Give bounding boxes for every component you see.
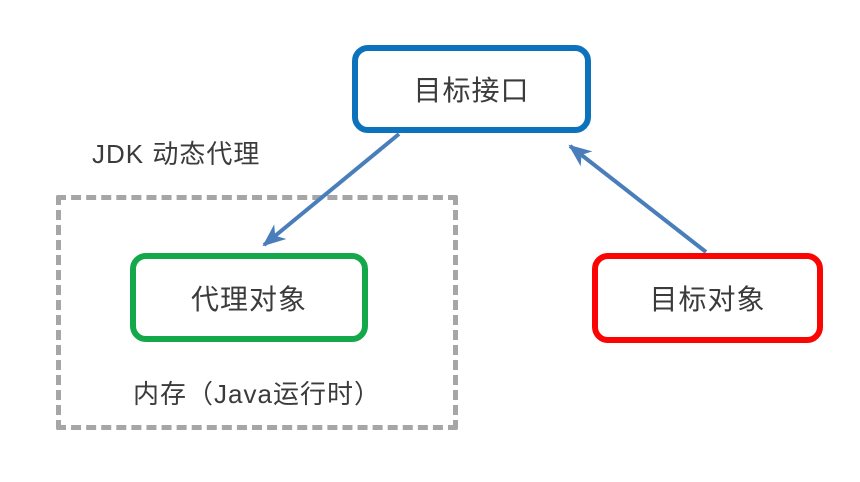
memory-boundary-box (56, 195, 458, 430)
node-proxy-object-label: 代理对象 (190, 283, 307, 315)
node-target-interface: 目标接口 (352, 45, 591, 133)
arrow-target-to-interface (568, 144, 708, 254)
node-target-interface-label: 目标接口 (413, 75, 530, 106)
jdk-dynamic-proxy-label: JDK 动态代理 (92, 139, 261, 169)
node-target-object-label: 目标对象 (649, 284, 766, 315)
node-proxy-object: 代理对象 (130, 253, 368, 342)
node-target-object: 目标对象 (592, 253, 823, 343)
memory-runtime-label: 内存（Java运行时） (133, 379, 381, 409)
